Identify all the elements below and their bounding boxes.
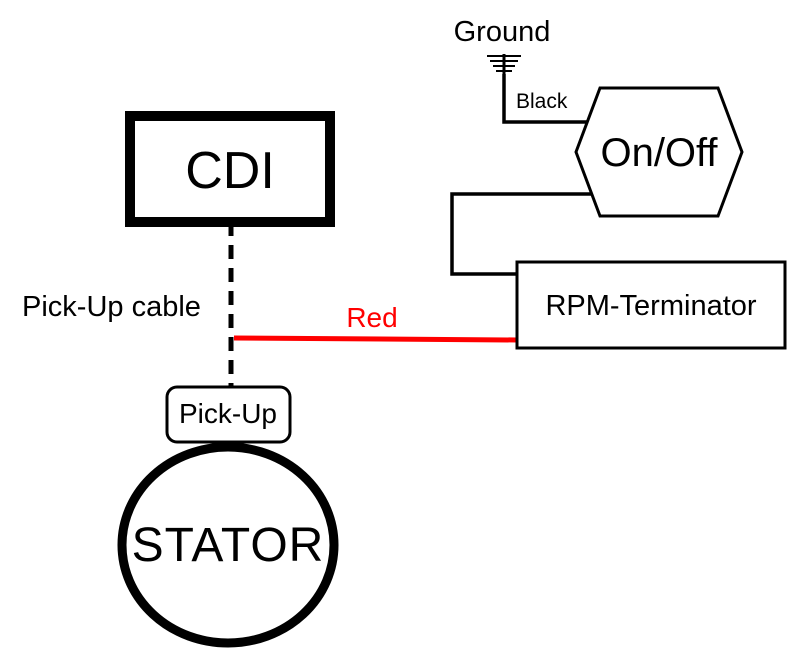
red-wire [233,335,518,343]
rpm-terminator-label: RPM-Terminator [545,290,756,322]
red-wire-label: Red [346,302,397,333]
pickup-cable-label: Pick-Up cable [22,291,201,323]
cdi-box [125,111,335,227]
ground-symbol-icon [487,54,521,74]
cdi-label: CDI [185,142,275,200]
pickup-box [165,385,292,444]
onoff-to-rpm-wire [450,192,598,276]
ground-label: Ground [454,16,551,48]
black-wire-label: Black [516,90,568,113]
black-wire [502,74,588,124]
pickup-label: Pick-Up [179,398,277,429]
onoff-hexagon [574,86,744,218]
stator-label: STATOR [132,519,325,572]
onoff-label: On/Off [600,131,718,175]
rpm-terminator-box [515,260,787,350]
stator-circle [117,442,339,648]
